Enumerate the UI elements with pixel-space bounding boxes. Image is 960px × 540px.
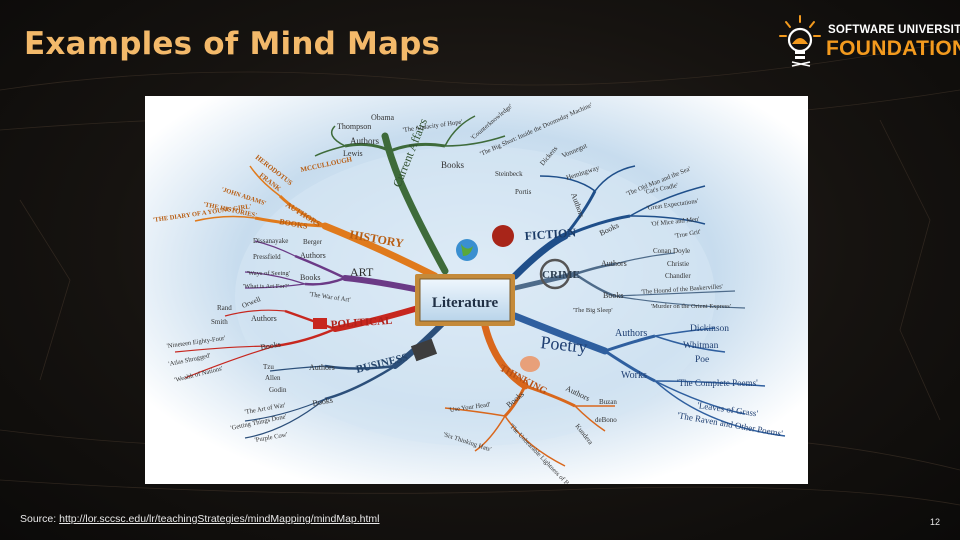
- author: Chandler: [665, 272, 691, 280]
- author: Steinbeck: [495, 170, 523, 178]
- author: Pressfield: [253, 253, 281, 261]
- source-line: Source: http://lor.sccsc.edu/lr/teaching…: [20, 513, 380, 525]
- mind-map-image: Current Affairs Authors Thompson Obama L…: [145, 96, 808, 484]
- author: Smith: [211, 318, 228, 326]
- author: Buzan: [599, 398, 617, 406]
- helmet-icon: [492, 225, 514, 247]
- sub-label: Books: [260, 340, 282, 352]
- branch-label: Poetry: [540, 332, 589, 357]
- branch-label: CRIME: [542, 269, 580, 281]
- author: Conan Doyle: [653, 247, 690, 255]
- author: Thompson: [337, 122, 371, 131]
- briefcase-icon: [410, 338, 438, 362]
- author: Obama: [371, 113, 395, 122]
- author: Rand: [217, 304, 232, 312]
- book: 'The Big Sleep': [573, 307, 613, 314]
- sub-label: Works: [621, 370, 647, 381]
- logo-line-1: SOFTWARE UNIVERSITY: [828, 24, 960, 36]
- branch-label: FICTION: [524, 225, 577, 243]
- sub-label: Authors: [251, 314, 277, 323]
- work: 'The Complete Poems': [677, 378, 758, 388]
- logo-line-2: FOUNDATION: [826, 37, 960, 60]
- branch-label: POLITICAL: [330, 315, 392, 331]
- mind-map: Current Affairs Authors Thompson Obama L…: [145, 96, 808, 484]
- center-label: Literature: [432, 295, 499, 311]
- slide-title: Examples of Mind Maps: [24, 26, 441, 62]
- book: 'What is Art For?': [243, 283, 289, 290]
- page-number: 12: [930, 517, 941, 527]
- author: deBono: [595, 416, 617, 424]
- center-node: Literature: [415, 274, 515, 326]
- author: Godin: [269, 386, 287, 394]
- sub-label: Authors: [601, 259, 627, 268]
- sub-label: Authors: [350, 136, 379, 146]
- foundation-logo: SOFTWARE UNIVERSITY FOUNDATION: [778, 14, 960, 72]
- author: Berger: [303, 238, 323, 246]
- source-link[interactable]: http://lor.sccsc.edu/lr/teachingStrategi…: [59, 513, 380, 525]
- sub-label: Books: [603, 291, 623, 300]
- sub-label: Books: [441, 160, 465, 170]
- lightbulb-icon: [779, 15, 821, 67]
- sub-label: Books: [312, 396, 334, 408]
- author: Christie: [667, 260, 689, 268]
- sub-label: Authors: [309, 363, 335, 372]
- book: 'Murder on the Orient Express': [651, 303, 731, 310]
- branch-label: ART: [350, 265, 374, 279]
- author: Dickinson: [690, 324, 729, 334]
- author: Whitman: [683, 341, 719, 351]
- brain-icon: [520, 356, 540, 372]
- flag-icon: [313, 318, 327, 329]
- author: Allen: [265, 374, 281, 382]
- sub-label: Authors: [300, 251, 326, 260]
- sub-label: Authors: [615, 328, 647, 339]
- author: Tzu: [263, 363, 274, 371]
- book: 'True Grit': [674, 228, 701, 239]
- source-label: Source:: [20, 513, 57, 525]
- author: Poe: [695, 355, 709, 365]
- magnifier-icon: [539, 258, 571, 290]
- sub-label: Books: [300, 273, 320, 282]
- author: Dissanayake: [253, 237, 288, 245]
- author: Lewis: [343, 149, 363, 158]
- author: Portis: [515, 188, 532, 196]
- book: 'Ways of Seeing': [247, 270, 290, 277]
